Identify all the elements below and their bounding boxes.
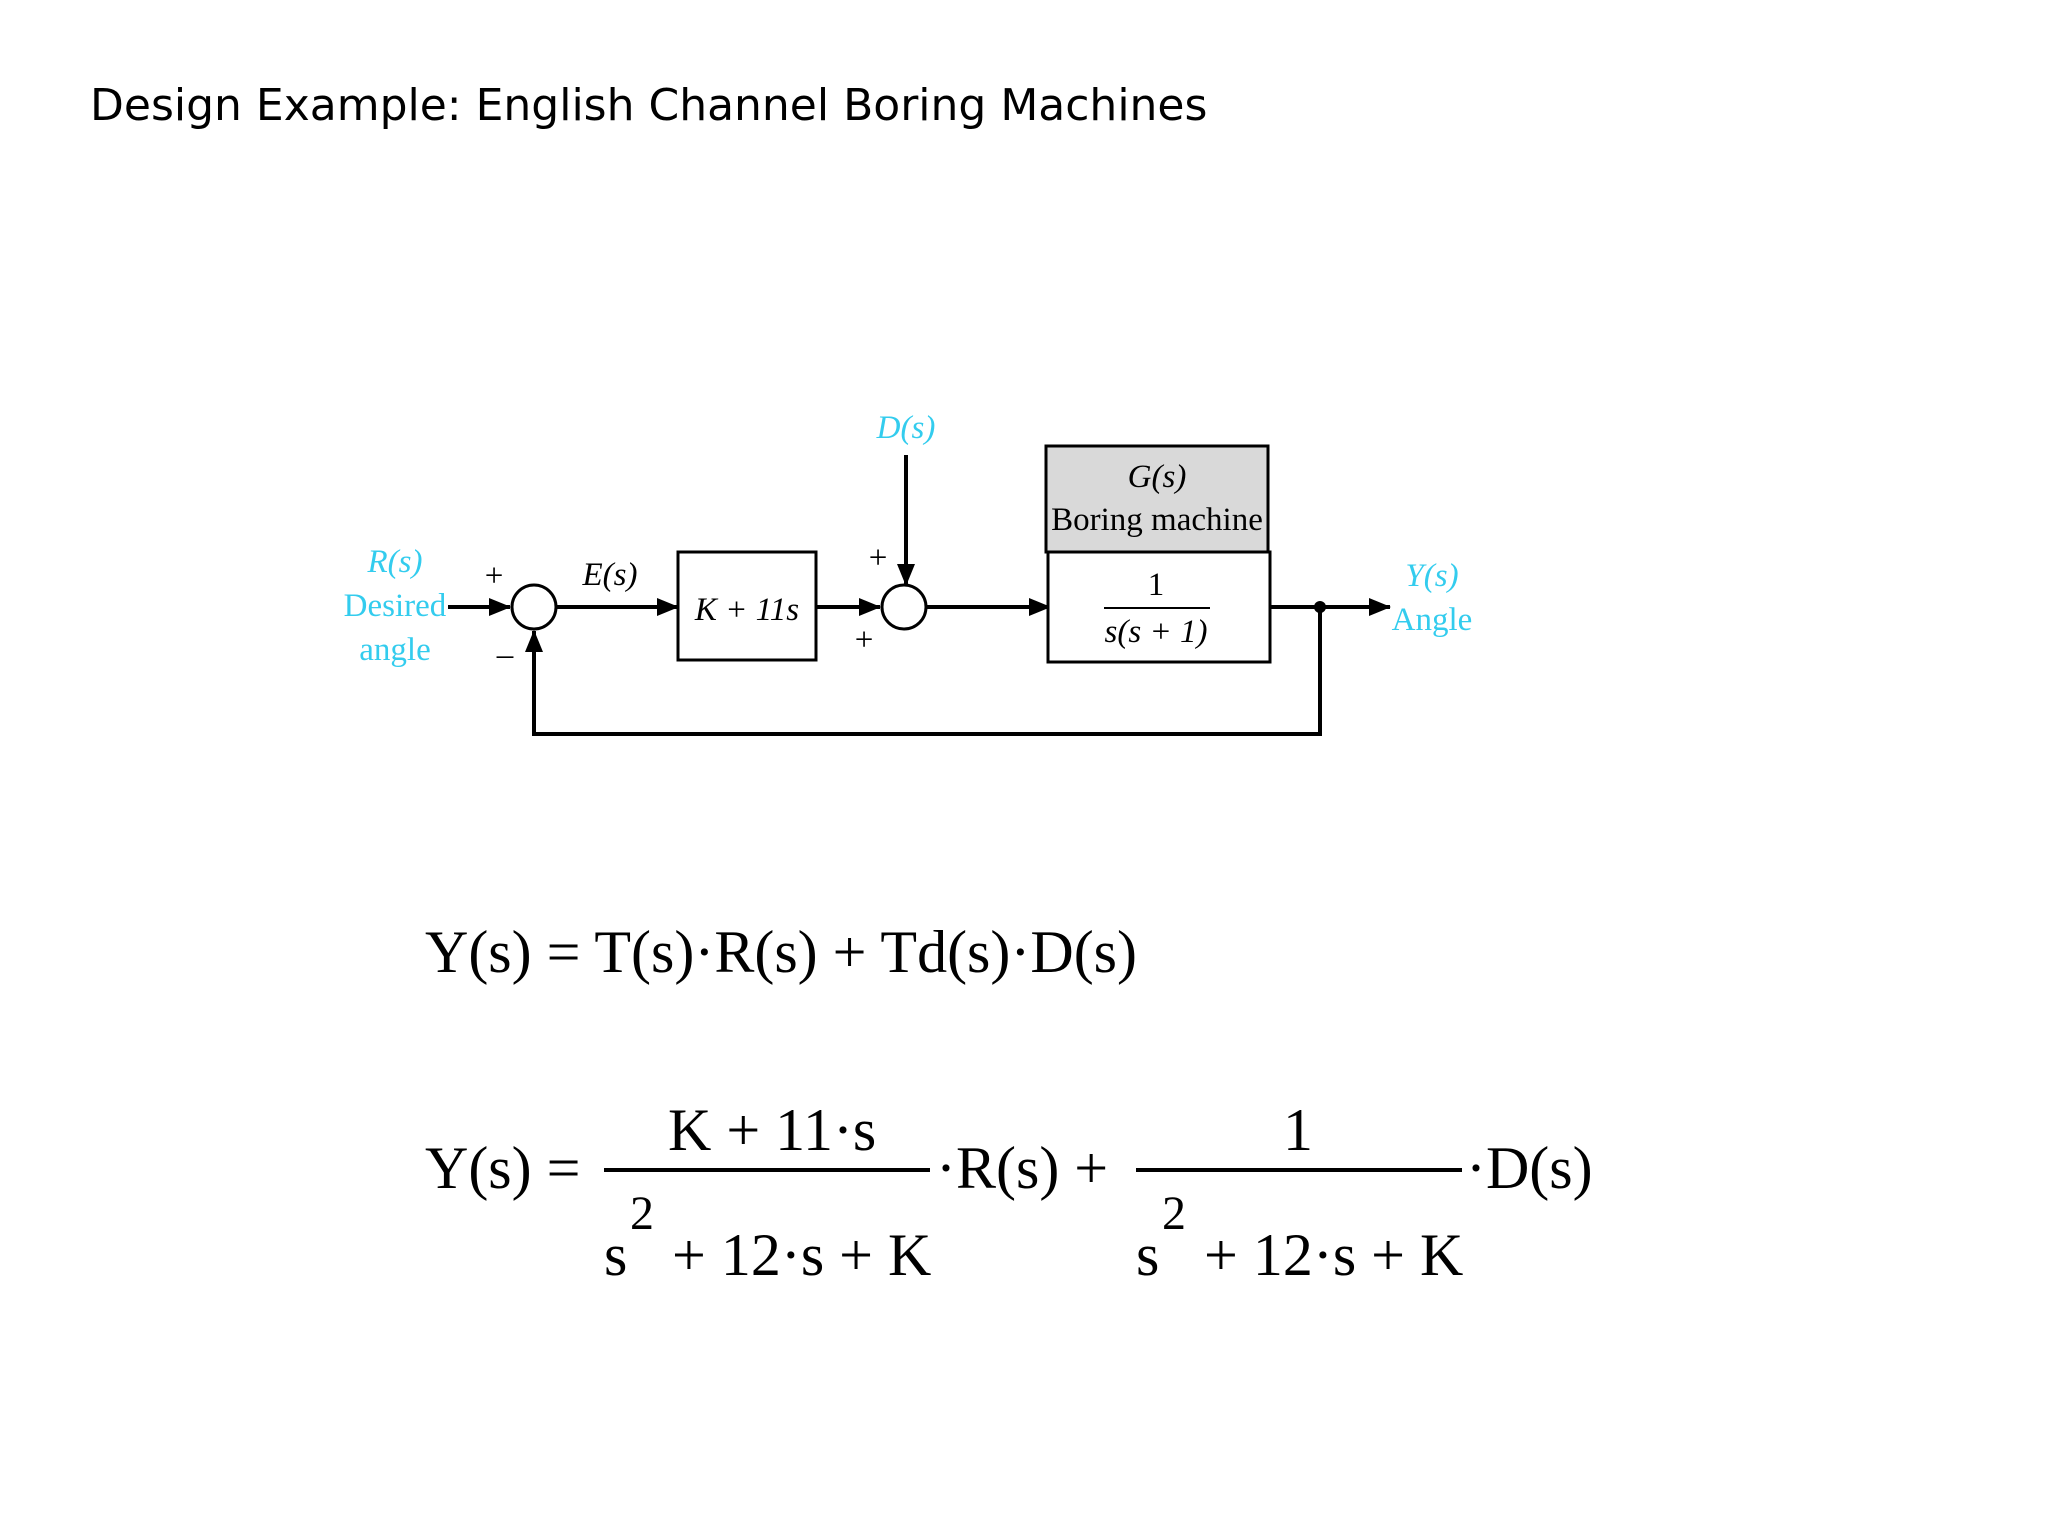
eq2-frac1-bar — [604, 1168, 930, 1172]
sum2-top-sign: + — [869, 540, 888, 576]
output-symbol: Y(s) — [1405, 558, 1458, 594]
plant-name: Boring machine — [1051, 502, 1263, 538]
controller-block — [676, 550, 818, 662]
plant-denominator: s(s + 1) — [1105, 614, 1208, 650]
eq2-frac1-den-exp: 2 — [630, 1187, 654, 1240]
input-label-line2: angle — [359, 632, 430, 668]
eq2-frac2-den-base: s — [1136, 1222, 1160, 1288]
sum2-bottom-sign: + — [855, 622, 874, 658]
plant-symbol: G(s) — [1128, 459, 1187, 495]
plant-numerator: 1 — [1148, 567, 1165, 603]
feedback-path — [525, 607, 1322, 736]
error-label: E(s) — [582, 557, 638, 593]
eq2-lhs: Y(s) = — [425, 1135, 581, 1201]
eq2-frac1-numerator: K + 11·s — [668, 1097, 877, 1163]
equation-1: Y(s) = T(s)·R(s) + Td(s)·D(s) — [425, 919, 1138, 985]
eq2-end: ·D(s) — [1466, 1135, 1593, 1201]
eq2-mid: ·R(s) + — [936, 1135, 1109, 1201]
eq2-frac1-den-rest: + 12·s + K — [672, 1222, 932, 1288]
slide-title: Design Example: English Channel Boring M… — [90, 80, 1208, 131]
sum1-minus-sign: – — [496, 637, 514, 673]
input-symbol: R(s) — [367, 544, 423, 580]
output-label: Angle — [1392, 602, 1473, 638]
eq2-frac2-numerator: 1 — [1283, 1097, 1313, 1163]
sum1-plus-sign: + — [485, 558, 504, 594]
eq2-frac2-den-exp: 2 — [1162, 1187, 1186, 1240]
controller-label: K + 11s — [694, 592, 799, 628]
plant-header-block — [1044, 444, 1270, 554]
disturbance-label: D(s) — [876, 410, 936, 446]
eq2-frac2-den-rest: + 12·s + K — [1204, 1222, 1464, 1288]
eq2-frac2-bar — [1136, 1168, 1462, 1172]
eq2-frac1-den-base: s — [604, 1222, 628, 1288]
input-label-line1: Desired — [344, 588, 447, 624]
